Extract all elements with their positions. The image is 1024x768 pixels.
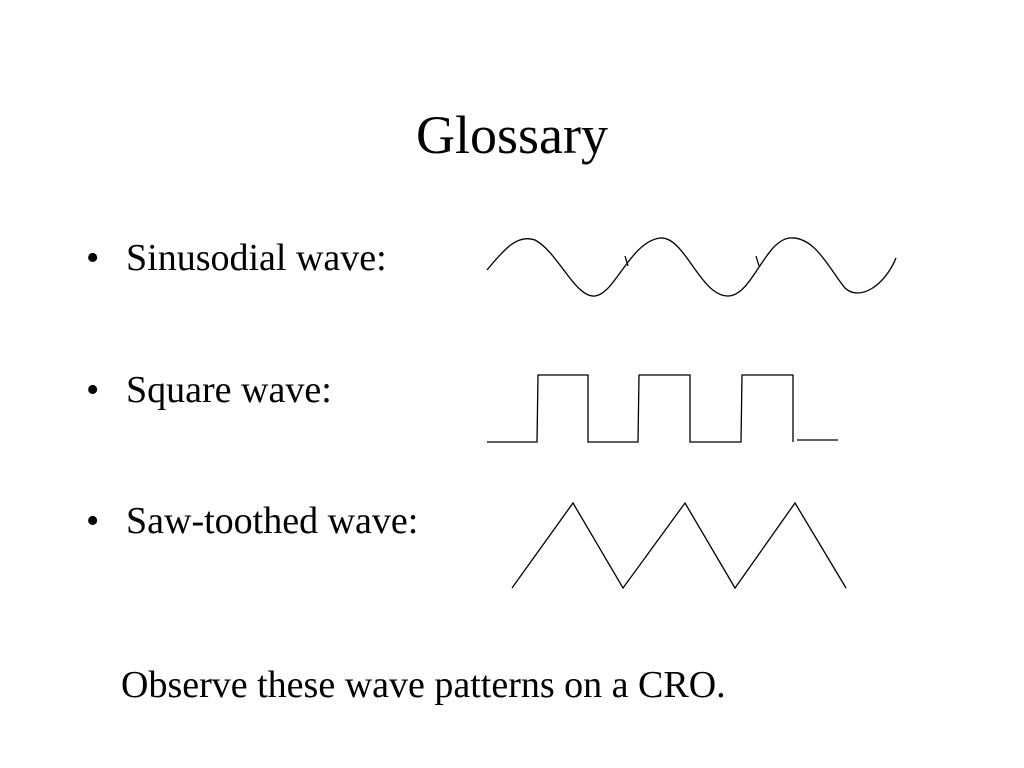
glossary-item-square: • Square wave:	[86, 368, 332, 412]
bullet-icon: •	[86, 237, 100, 279]
bullet-icon: •	[86, 369, 100, 411]
sine-wave-curve	[486, 237, 897, 297]
glossary-item-sinusoidal: • Sinusodial wave:	[86, 236, 387, 280]
sine-wave-tick	[755, 255, 760, 267]
square-wave-line	[487, 374, 794, 443]
glossary-item-sawtooth: • Saw-toothed wave:	[86, 499, 418, 543]
bullet-icon: •	[86, 500, 100, 542]
sine-wave-icon	[486, 237, 897, 297]
instruction-note: Observe these wave patterns on a CRO.	[121, 664, 726, 706]
glossary-item-label: Saw-toothed wave:	[126, 500, 419, 542]
glossary-item-label: Square wave:	[126, 369, 332, 411]
square-wave-icon	[487, 374, 838, 443]
sawtooth-wave-icon	[511, 501, 847, 590]
sawtooth-wave-line	[511, 501, 847, 590]
sine-wave-tick	[624, 255, 629, 267]
glossary-item-label: Sinusodial wave:	[126, 237, 387, 279]
slide-title: Glossary	[416, 105, 608, 165]
